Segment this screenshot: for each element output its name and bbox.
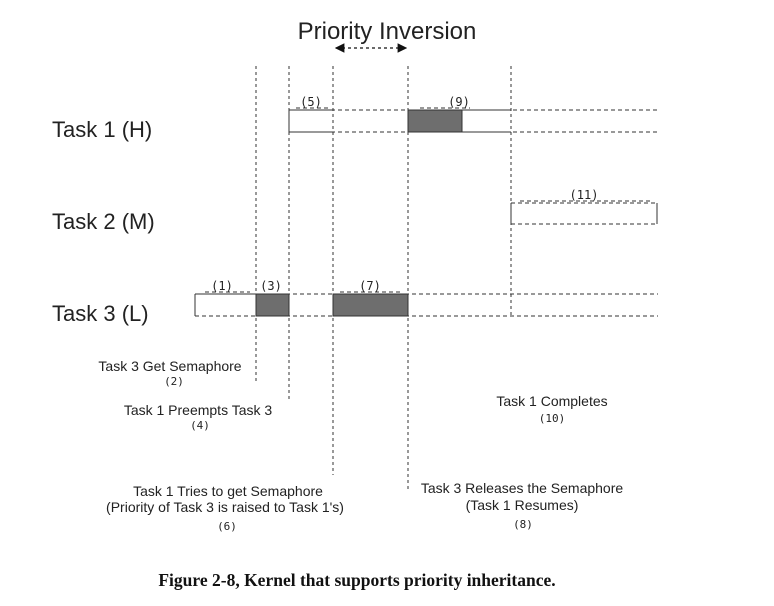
marker-1: (1) — [205, 279, 250, 293]
svg-text:(4): (4) — [190, 419, 210, 432]
svg-text:(5): (5) — [300, 95, 322, 109]
svg-text:(1): (1) — [211, 279, 233, 293]
marker-11: (11) — [520, 188, 650, 202]
event-2-annotation: Task 3 Get Semaphore (2) — [98, 358, 241, 388]
svg-text:(7): (7) — [359, 279, 381, 293]
svg-text:(9): (9) — [448, 95, 470, 109]
task-3-label: Task 3 (L) — [52, 301, 149, 326]
event-8-annotation: Task 3 Releases the Semaphore (Task 1 Re… — [421, 480, 624, 531]
task-3-semaphore-block — [255, 293, 290, 317]
svg-text:(2): (2) — [164, 375, 184, 388]
event-10-annotation: Task 1 Completes (10) — [496, 393, 607, 425]
svg-text:(11): (11) — [570, 188, 599, 202]
svg-text:Task 3 Releases the Semaphore: Task 3 Releases the Semaphore — [421, 480, 624, 496]
marker-9: (9) — [420, 95, 470, 109]
marker-5: (5) — [296, 95, 330, 109]
task-3-inherited-block — [332, 293, 409, 317]
task-1-running-block — [407, 109, 463, 133]
svg-text:(3): (3) — [260, 279, 282, 293]
diagram-title: Priority Inversion — [298, 18, 477, 45]
event-4-annotation: Task 1 Preempts Task 3 (4) — [124, 402, 273, 432]
svg-text:Task 1 Preempts Task 3: Task 1 Preempts Task 3 — [124, 402, 273, 418]
task-3-timeline — [194, 293, 658, 317]
svg-text:(10): (10) — [539, 412, 566, 425]
svg-text:(8): (8) — [513, 518, 533, 531]
task-2-label: Task 2 (M) — [52, 209, 155, 234]
task-1-label: Task 1 (H) — [52, 117, 152, 142]
task-2-timeline — [510, 202, 658, 225]
svg-text:Task 3 Get Semaphore: Task 3 Get Semaphore — [98, 358, 241, 374]
marker-7: (7) — [340, 279, 402, 293]
event-6-annotation: Task 1 Tries to get Semaphore (Priority … — [106, 483, 344, 533]
marker-3: (3) — [260, 279, 282, 293]
svg-text:(6): (6) — [217, 520, 237, 533]
figure-caption: Figure 2-8, Kernel that supports priorit… — [158, 570, 555, 590]
svg-text:(Priority of Task 3 is raised: (Priority of Task 3 is raised to Task 1'… — [106, 499, 344, 515]
svg-text:(Task 1 Resumes): (Task 1 Resumes) — [466, 497, 579, 513]
task-1-timeline — [288, 109, 658, 133]
svg-text:Task 1 Completes: Task 1 Completes — [496, 393, 607, 409]
svg-text:Task 1 Tries to get Semaphore: Task 1 Tries to get Semaphore — [133, 483, 323, 499]
